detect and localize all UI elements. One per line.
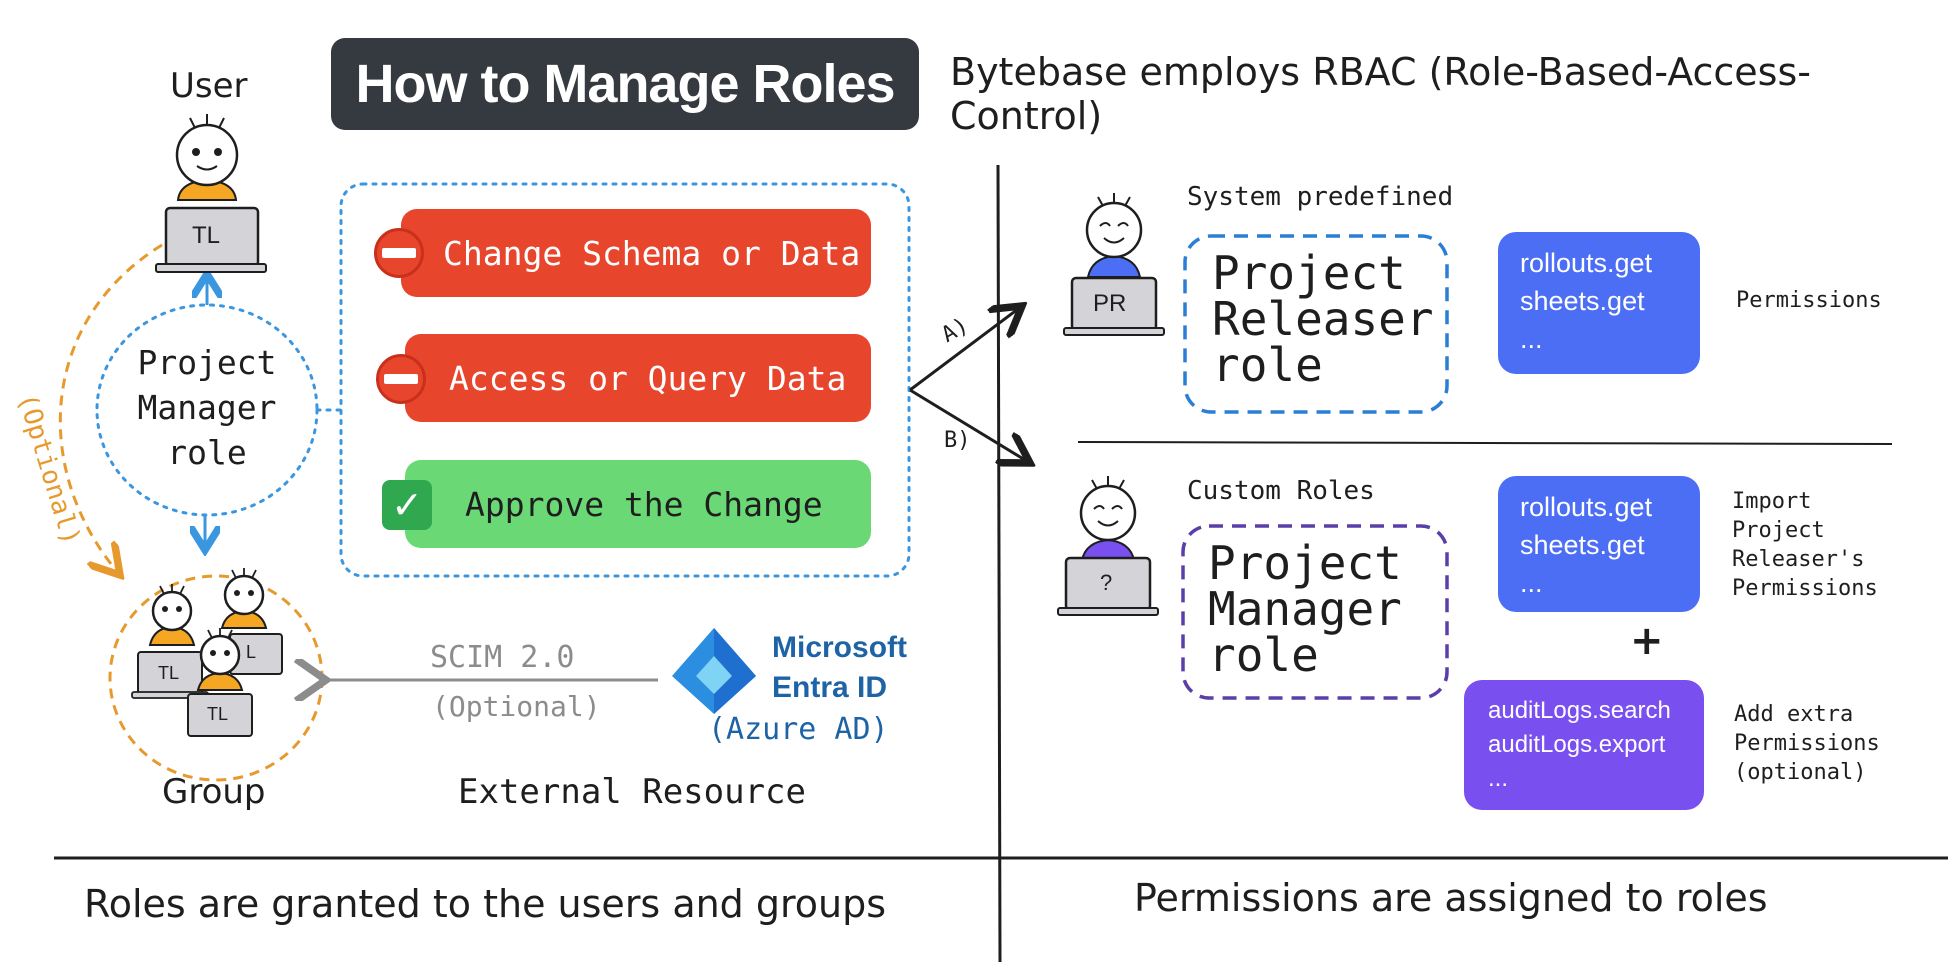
custom-role-box xyxy=(1181,524,1449,700)
vertical-divider xyxy=(996,164,1002,963)
custom-laptop-label: ? xyxy=(1100,570,1113,595)
pm-role-label: Project Manager role xyxy=(137,343,277,472)
group-laptop-label-2: L xyxy=(246,642,257,662)
releaser-laptop-label: PR xyxy=(1093,290,1127,317)
microsoft-entra-name: Microsoft Entra ID xyxy=(772,631,907,704)
releaser-role-box xyxy=(1183,234,1449,414)
group-label: Group xyxy=(162,772,266,812)
permission-approve-change: Approve the Change xyxy=(405,460,871,548)
external-resource-label: External Resource xyxy=(458,772,806,812)
scim-optional-label: (Optional) xyxy=(432,690,601,723)
permission-label: Approve the Change xyxy=(465,484,823,524)
releaser-permissions-card: rollouts.get sheets.get ... xyxy=(1498,232,1700,374)
custom-roles-label: Custom Roles xyxy=(1187,476,1375,506)
scim-label: SCIM 2.0 xyxy=(430,640,575,675)
user-label: User xyxy=(170,66,248,106)
permissions-note: Permissions xyxy=(1736,288,1882,313)
user-laptop-label: TL xyxy=(192,222,221,249)
group-figures xyxy=(131,568,283,737)
optional-arc xyxy=(58,243,163,575)
plus-sign: + xyxy=(1630,618,1664,664)
subtitle: Bytebase employs RBAC (Role-Based-Access… xyxy=(950,50,1811,138)
stop-icon xyxy=(376,354,426,404)
system-predefined-label: System predefined xyxy=(1187,182,1454,212)
arrow-branch-a xyxy=(909,306,1022,392)
title-banner: How to Manage Roles xyxy=(331,38,919,130)
group-laptop-label-1: TL xyxy=(158,663,180,683)
releaser-figure xyxy=(1063,193,1165,336)
import-note: Import Project Releaser's Permissions xyxy=(1732,489,1878,601)
user-figure xyxy=(155,114,267,273)
custom-figure xyxy=(1057,476,1159,616)
branch-b-label: B) xyxy=(944,428,971,453)
permission-label: Access or Query Data xyxy=(449,358,847,398)
custom-role-name: Project Manager role xyxy=(1208,536,1402,682)
right-section-divider xyxy=(1077,441,1893,445)
imported-permissions-card: rollouts.get sheets.get ... xyxy=(1498,476,1700,612)
page-title: How to Manage Roles xyxy=(355,54,895,114)
stop-icon xyxy=(374,228,424,278)
arrow-branch-b xyxy=(909,388,1030,463)
group-laptop-label-3: TL xyxy=(207,704,229,724)
permission-label: Change Schema or Data xyxy=(443,233,861,273)
bottom-caption-right: Permissions are assigned to roles xyxy=(1134,876,1768,920)
checkmark-icon: ✓ xyxy=(382,480,432,530)
permissions-container xyxy=(339,182,911,578)
permission-change-schema: Change Schema or Data xyxy=(401,209,871,297)
extra-permissions-card: auditLogs.search auditLogs.export ... xyxy=(1464,680,1704,810)
releaser-role-name: Project Releaser role xyxy=(1212,246,1434,392)
permission-access-query: Access or Query Data xyxy=(405,334,871,422)
extra-note: Add extra Permissions (optional) xyxy=(1734,702,1880,785)
microsoft-entra-logo xyxy=(672,628,756,714)
azure-ad-label: (Azure AD) xyxy=(708,712,889,747)
bottom-caption-left: Roles are granted to the users and group… xyxy=(84,882,887,926)
